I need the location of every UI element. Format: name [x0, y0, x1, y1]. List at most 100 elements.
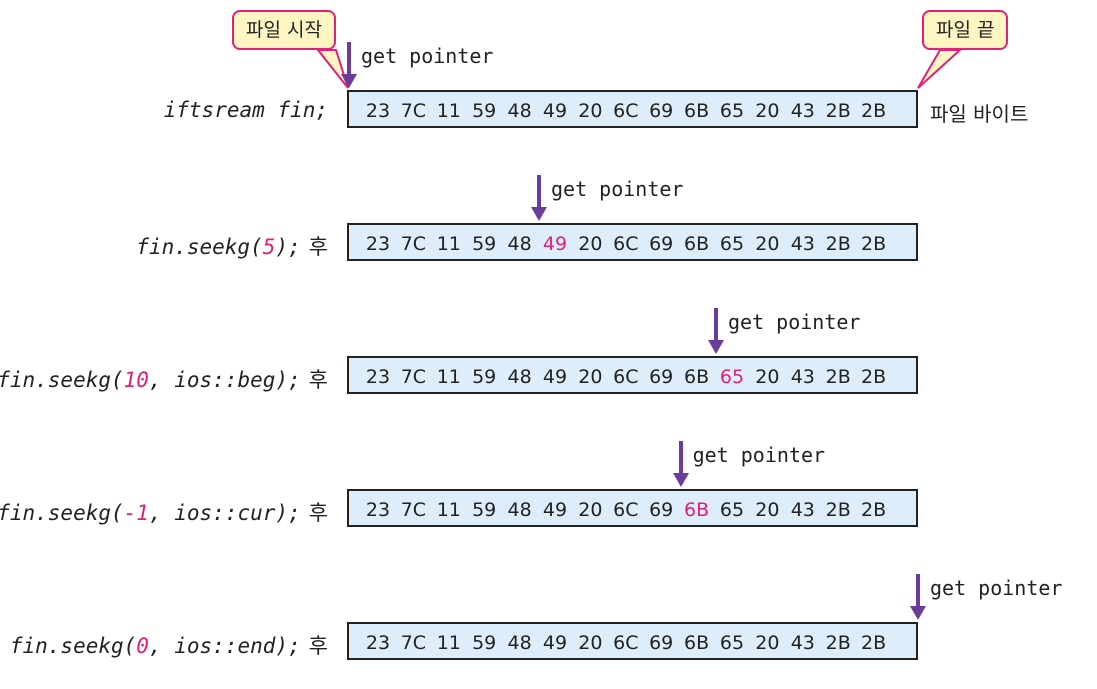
- byte-cell: 49: [542, 366, 568, 388]
- byte-cell: 59: [472, 233, 497, 255]
- byte-cell: 7C: [400, 100, 427, 122]
- byte-cell: 20: [755, 499, 780, 521]
- byte-cell: 2B: [825, 366, 851, 388]
- byte-cell: 6C: [613, 499, 639, 521]
- byte-cell: 65: [719, 100, 745, 122]
- byte-cell: 59: [472, 100, 497, 122]
- get-pointer-arrow: get pointer: [672, 441, 881, 491]
- get-pointer-label: get pointer: [728, 310, 861, 334]
- byte-cell: 69: [649, 233, 674, 255]
- get-pointer-label: get pointer: [361, 44, 494, 68]
- byte-cell: 65: [719, 632, 745, 654]
- pointer-shaft: [916, 574, 920, 608]
- code-suffix: );: [275, 235, 301, 259]
- byte-cell: 2B: [825, 632, 851, 654]
- byte-cell: 49: [542, 499, 568, 521]
- byte-cell: 2B: [825, 499, 851, 521]
- code-label: iftsream fin;: [164, 98, 328, 122]
- code-label: fin.seekg(0, ios::end);후: [10, 630, 328, 660]
- seek-offset: 5: [262, 235, 276, 259]
- byte-cell: 48: [507, 499, 532, 521]
- byte-cell: 48: [507, 233, 532, 255]
- byte-cell: 6C: [613, 632, 639, 654]
- byte-cell: 69: [649, 100, 674, 122]
- byte-cell: 2B: [861, 100, 887, 122]
- pointer-shaft: [537, 175, 541, 209]
- code-prefix: fin.seekg(: [0, 368, 124, 392]
- byte-cell: 20: [755, 366, 780, 388]
- byte-cell: 20: [755, 100, 780, 122]
- byte-cell: 11: [436, 366, 461, 388]
- code-suffix: , ios::cur);: [148, 501, 301, 525]
- byte-cell: 59: [472, 366, 497, 388]
- code-prefix: fin.seekg(: [136, 235, 263, 259]
- file-end-callout-tail: [917, 49, 963, 89]
- byte-cell: 20: [578, 100, 603, 122]
- get-pointer-label: get pointer: [551, 177, 684, 201]
- byte-cell: 23: [365, 100, 391, 122]
- pointer-arrowhead: [531, 207, 547, 221]
- byte-cell: 48: [507, 632, 532, 654]
- byte-cell: 49: [542, 632, 568, 654]
- byte-cell: 20: [578, 499, 603, 521]
- byte-cell: 6B: [684, 632, 710, 654]
- byte-cell: 20: [578, 366, 603, 388]
- byte-cell: 59: [472, 499, 497, 521]
- pointer-arrowhead: [910, 606, 926, 620]
- byte-cell: 65: [719, 499, 745, 521]
- byte-cell: 7C: [400, 366, 427, 388]
- byte-cell: 6B: [684, 366, 710, 388]
- code-label: fin.seekg(-1, ios::cur); 후: [0, 497, 328, 527]
- byte-cell: 2B: [825, 233, 851, 255]
- byte-cell: 20: [755, 233, 780, 255]
- get-pointer-label: get pointer: [692, 443, 826, 467]
- byte-cell: 20: [755, 632, 780, 654]
- code-suffix: , ios::end);: [148, 634, 301, 658]
- byte-cell: 69: [649, 499, 674, 521]
- pointer-shaft: [678, 441, 683, 475]
- byte-cell: 48: [507, 100, 532, 122]
- code-suffix: , ios::beg);: [148, 368, 301, 392]
- code-prefix: fin.seekg(: [0, 501, 124, 525]
- pointer-arrowhead: [341, 74, 357, 88]
- get-pointer-arrow: get pointer: [531, 175, 739, 225]
- pointer-arrowhead: [672, 473, 689, 487]
- byte-cell: 6C: [613, 366, 639, 388]
- get-pointer-arrow: get pointer: [708, 308, 916, 358]
- byte-cell: 59: [472, 632, 497, 654]
- get-pointer-arrow: get pointer: [910, 574, 1097, 624]
- byte-cell: 48: [507, 366, 532, 388]
- byte-cell: 2B: [825, 100, 851, 122]
- code-prefix: fin.seekg(: [9, 634, 137, 658]
- after-label: 후: [308, 501, 328, 525]
- byte-cell: 69: [649, 632, 674, 654]
- byte-cell: 6C: [613, 100, 639, 122]
- byte-cell: 49: [542, 100, 568, 122]
- byte-cell: 20: [578, 632, 603, 654]
- seek-offset: -1: [123, 501, 149, 525]
- code-label: fin.seekg(5);후: [136, 231, 328, 261]
- byte-cell: 23: [365, 632, 391, 654]
- byte-cell: 6B: [684, 233, 710, 255]
- byte-cell: 2B: [861, 366, 887, 388]
- byte-cell: 11: [436, 632, 461, 654]
- byte-cell: 43: [790, 366, 815, 388]
- after-label: 후: [308, 368, 328, 392]
- get-pointer-label: get pointer: [930, 576, 1063, 600]
- byte-cell: 7C: [400, 233, 427, 255]
- byte-cell: 7C: [400, 499, 427, 521]
- byte-cell: 43: [790, 499, 815, 521]
- byte-cell: 11: [436, 499, 461, 521]
- byte-cell: 20: [578, 233, 603, 255]
- byte-cell: 65: [719, 233, 745, 255]
- pointer-arrowhead: [708, 340, 724, 354]
- code-prefix: iftsream fin;: [163, 98, 328, 122]
